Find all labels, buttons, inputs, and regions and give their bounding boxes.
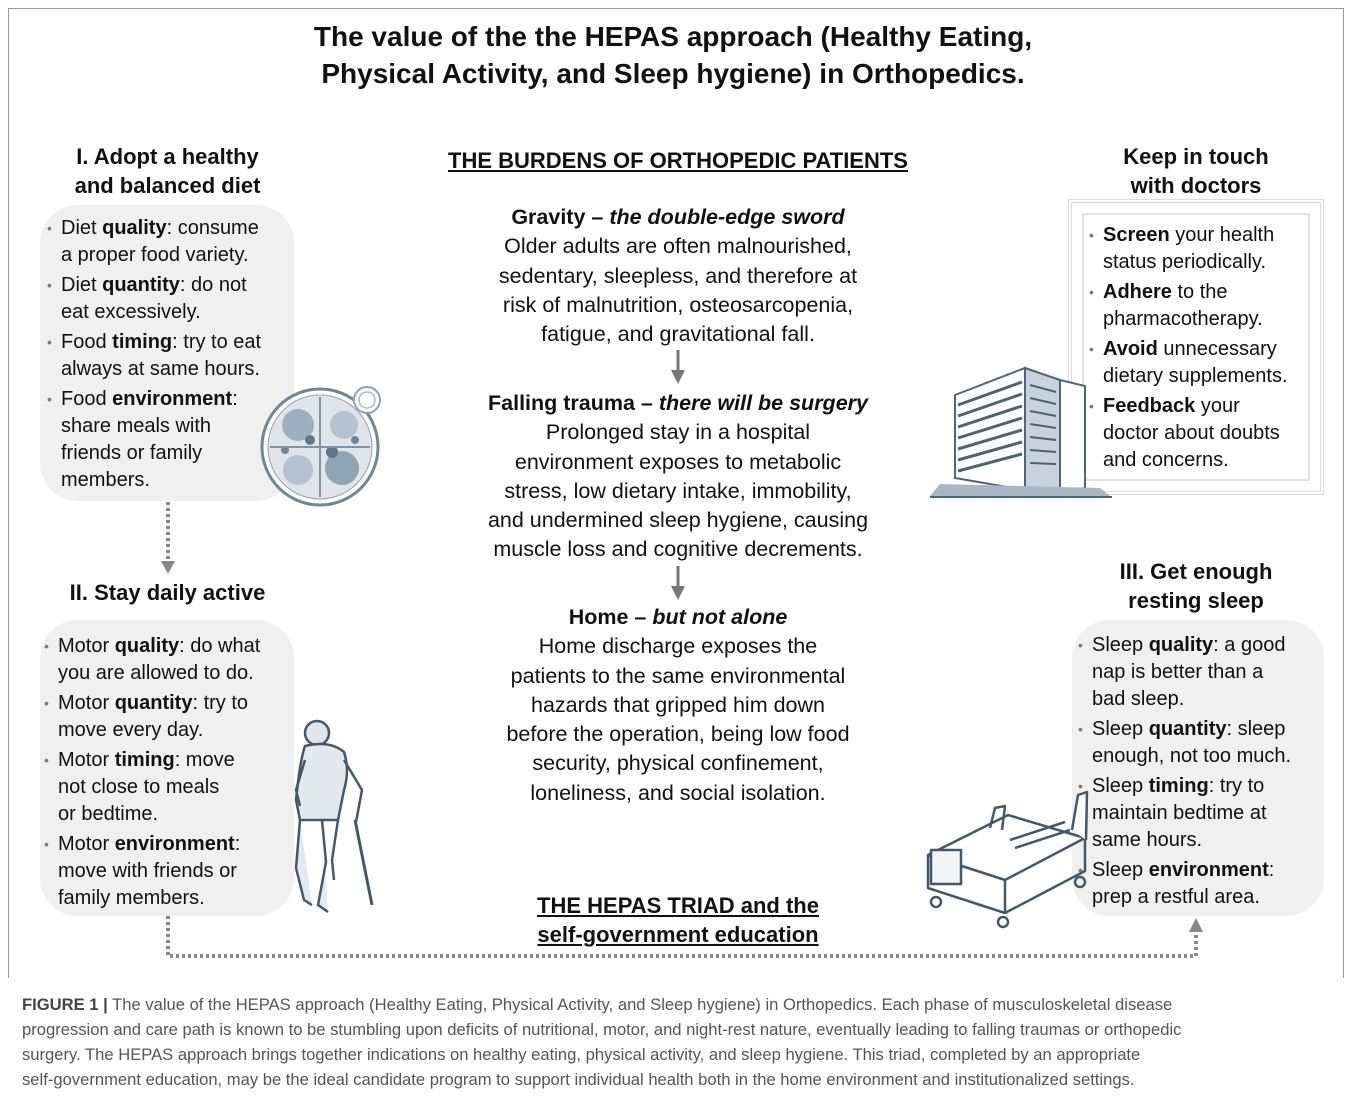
- triad-heading: THE HEPAS TRIAD and the self-government …: [537, 893, 819, 947]
- sleep-item-environment: Sleep environment:prep a restful area.: [1078, 857, 1328, 911]
- sleep-heading: III. Get enough resting sleep: [1070, 557, 1322, 615]
- elderly-walker-icon: [294, 719, 374, 914]
- figure-frame: [8, 8, 1344, 978]
- caption-line1: FIGURE 1 | The value of the HEPAS approa…: [22, 995, 1173, 1014]
- caption-line2: progression and care path is known to be…: [22, 1020, 1182, 1039]
- diet-heading-line1: I. Adopt a healthy: [76, 144, 259, 169]
- hospital-bed-icon: [926, 790, 1089, 929]
- burdens-heading: THE BURDENS OF ORTHOPEDIC PATIENTS: [448, 148, 908, 173]
- diet-heading: I. Adopt a healthy and balanced diet: [40, 142, 295, 200]
- hospital-building-icon: [930, 366, 1112, 498]
- doctors-heading: Keep in touch with doctors: [1070, 142, 1322, 200]
- diet-heading-line2: and balanced diet: [74, 173, 261, 198]
- caption-line3: surgery. The HEPAS approach brings toget…: [22, 1045, 1141, 1064]
- sleep-heading-line1: III. Get enough: [1119, 559, 1273, 584]
- figure-caption: FIGURE 1 | The value of the HEPAS approa…: [22, 992, 1332, 1092]
- active-heading: II. Stay daily active: [69, 580, 266, 605]
- doctors-heading-line2: with doctors: [1130, 173, 1262, 198]
- diagram-graphics: [161, 350, 1203, 958]
- arrow-diet-to-active: [161, 502, 175, 574]
- doctors-heading-line1: Keep in touch: [1123, 144, 1269, 169]
- doctors-frame-outer: [1068, 199, 1324, 495]
- figure-title: The value of the the HEPAS approach (Hea…: [0, 18, 1346, 92]
- food-plate-icon: [260, 386, 381, 507]
- figure-title-line1: The value of the the HEPAS approach (Hea…: [313, 21, 1033, 52]
- diet-item-environment: Food environment:share meals withfriends…: [47, 386, 301, 494]
- home-block: Home – but not alone Home discharge expo…: [430, 603, 926, 808]
- sleep-heading-line2: resting sleep: [1128, 588, 1264, 613]
- caption-label: FIGURE 1 |: [22, 995, 108, 1014]
- figure-title-line2: Physical Activity, and Sleep hygiene) in…: [321, 58, 1025, 89]
- gravity-block: Gravity – the double-edge sword Older ad…: [430, 203, 926, 349]
- active-item-environment: Motor environment:move with friends orfa…: [44, 831, 298, 912]
- trauma-block: Falling trauma – there will be surgery P…: [430, 389, 926, 565]
- gravity-title: Gravity – the double-edge sword: [511, 205, 845, 229]
- arrow-gravity-to-trauma: [671, 350, 685, 384]
- arrow-triad-loop: [166, 916, 1203, 958]
- trauma-title: Falling trauma – there will be surgery: [488, 391, 868, 415]
- caption-line4: self-government education, may be the id…: [22, 1070, 1135, 1089]
- home-title: Home – but not alone: [568, 605, 788, 629]
- arrow-trauma-to-home: [671, 566, 685, 600]
